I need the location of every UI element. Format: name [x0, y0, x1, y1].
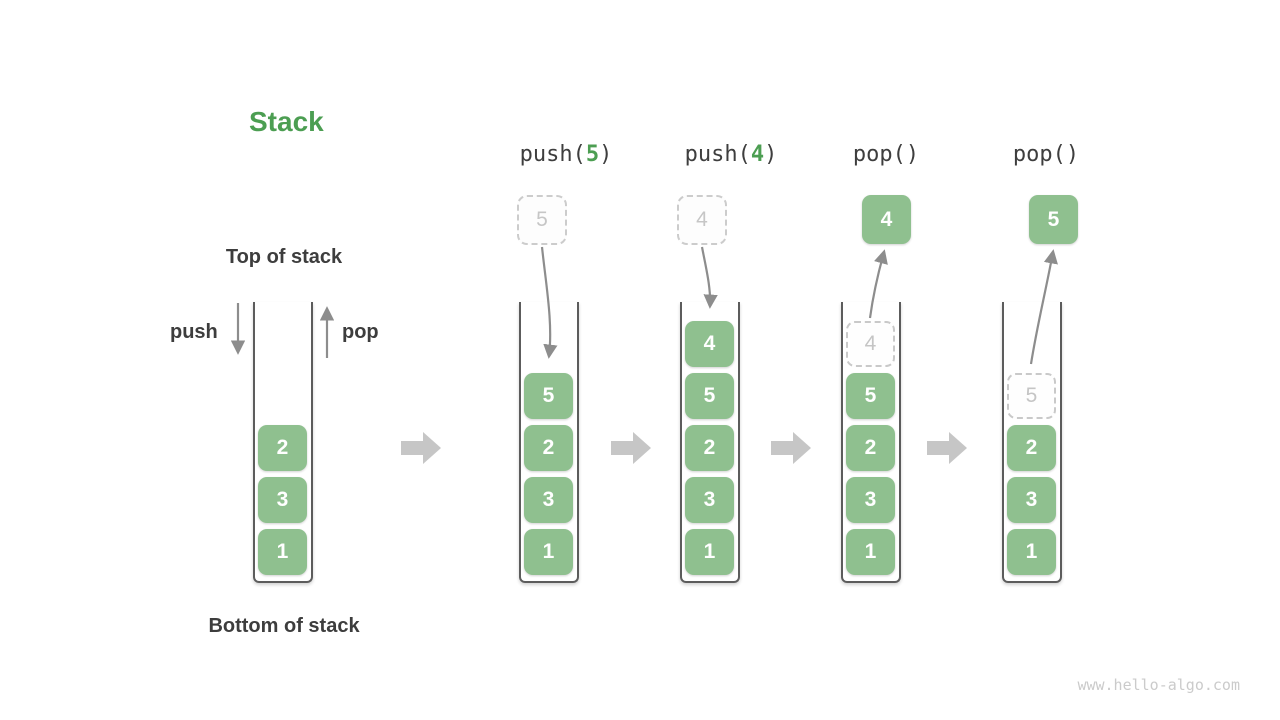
- stack-cell: 3: [685, 477, 734, 523]
- op-label-pop-2: pop(): [966, 142, 1126, 167]
- stack-cell: 5: [685, 373, 734, 419]
- stack-container-after-pop1: 4 5 2 3 1: [841, 302, 901, 583]
- transition-arrow-icon: [771, 432, 811, 464]
- stack-ghost-cell: 5: [1007, 373, 1056, 419]
- top-of-stack-label: Top of stack: [225, 246, 343, 268]
- popped-value-box-5: 5: [1029, 195, 1078, 244]
- stack-cell: 3: [1007, 477, 1056, 523]
- stack-container-after-push4: 4 5 2 3 1: [680, 302, 740, 583]
- op-text: ): [599, 142, 613, 167]
- push-label: push: [170, 321, 218, 343]
- stack-ghost-cell: 4: [846, 321, 895, 367]
- diagram-title: Stack: [249, 106, 324, 137]
- op-text: ): [764, 142, 778, 167]
- stack-cell: 1: [258, 529, 307, 575]
- stack-cell: 1: [846, 529, 895, 575]
- stack-cell: 2: [258, 425, 307, 471]
- popped-value-box-4: 4: [862, 195, 911, 244]
- op-arg: 5: [585, 142, 600, 167]
- op-label-pop-1: pop(): [806, 142, 966, 167]
- stack-container-after-push5: 5 2 3 1: [519, 302, 579, 583]
- op-text: pop(): [852, 142, 920, 167]
- incoming-value-box-4: 4: [677, 195, 727, 245]
- op-arg: 4: [750, 142, 765, 167]
- op-text: push(: [519, 142, 586, 167]
- pop-label: pop: [342, 321, 379, 343]
- stack-cell: 3: [258, 477, 307, 523]
- stack-cell: 2: [1007, 425, 1056, 471]
- op-label-push-5: push(5): [486, 142, 646, 167]
- stack-cell: 5: [524, 373, 573, 419]
- op-text: push(: [684, 142, 751, 167]
- stack-cell: 2: [685, 425, 734, 471]
- push4-insert-arrow-icon: [700, 246, 718, 309]
- incoming-value-box-5: 5: [517, 195, 567, 245]
- stack-container-after-pop2: 5 2 3 1: [1002, 302, 1062, 583]
- transition-arrow-icon: [401, 432, 441, 464]
- stack-cell: 1: [1007, 529, 1056, 575]
- op-label-push-4: push(4): [651, 142, 811, 167]
- bottom-of-stack-label: Bottom of stack: [208, 615, 360, 637]
- stack-cell: 3: [524, 477, 573, 523]
- stack-container-initial: 2 3 1: [253, 302, 313, 583]
- transition-arrow-icon: [927, 432, 967, 464]
- stack-cell: 1: [524, 529, 573, 575]
- stack-cell: 1: [685, 529, 734, 575]
- op-text: pop(): [1012, 142, 1080, 167]
- stack-cell: 4: [685, 321, 734, 367]
- watermark: www.hello-algo.com: [1077, 676, 1240, 694]
- transition-arrow-icon: [611, 432, 651, 464]
- stack-cell: 3: [846, 477, 895, 523]
- stack-cell: 2: [846, 425, 895, 471]
- stack-cell: 2: [524, 425, 573, 471]
- stack-cell: 5: [846, 373, 895, 419]
